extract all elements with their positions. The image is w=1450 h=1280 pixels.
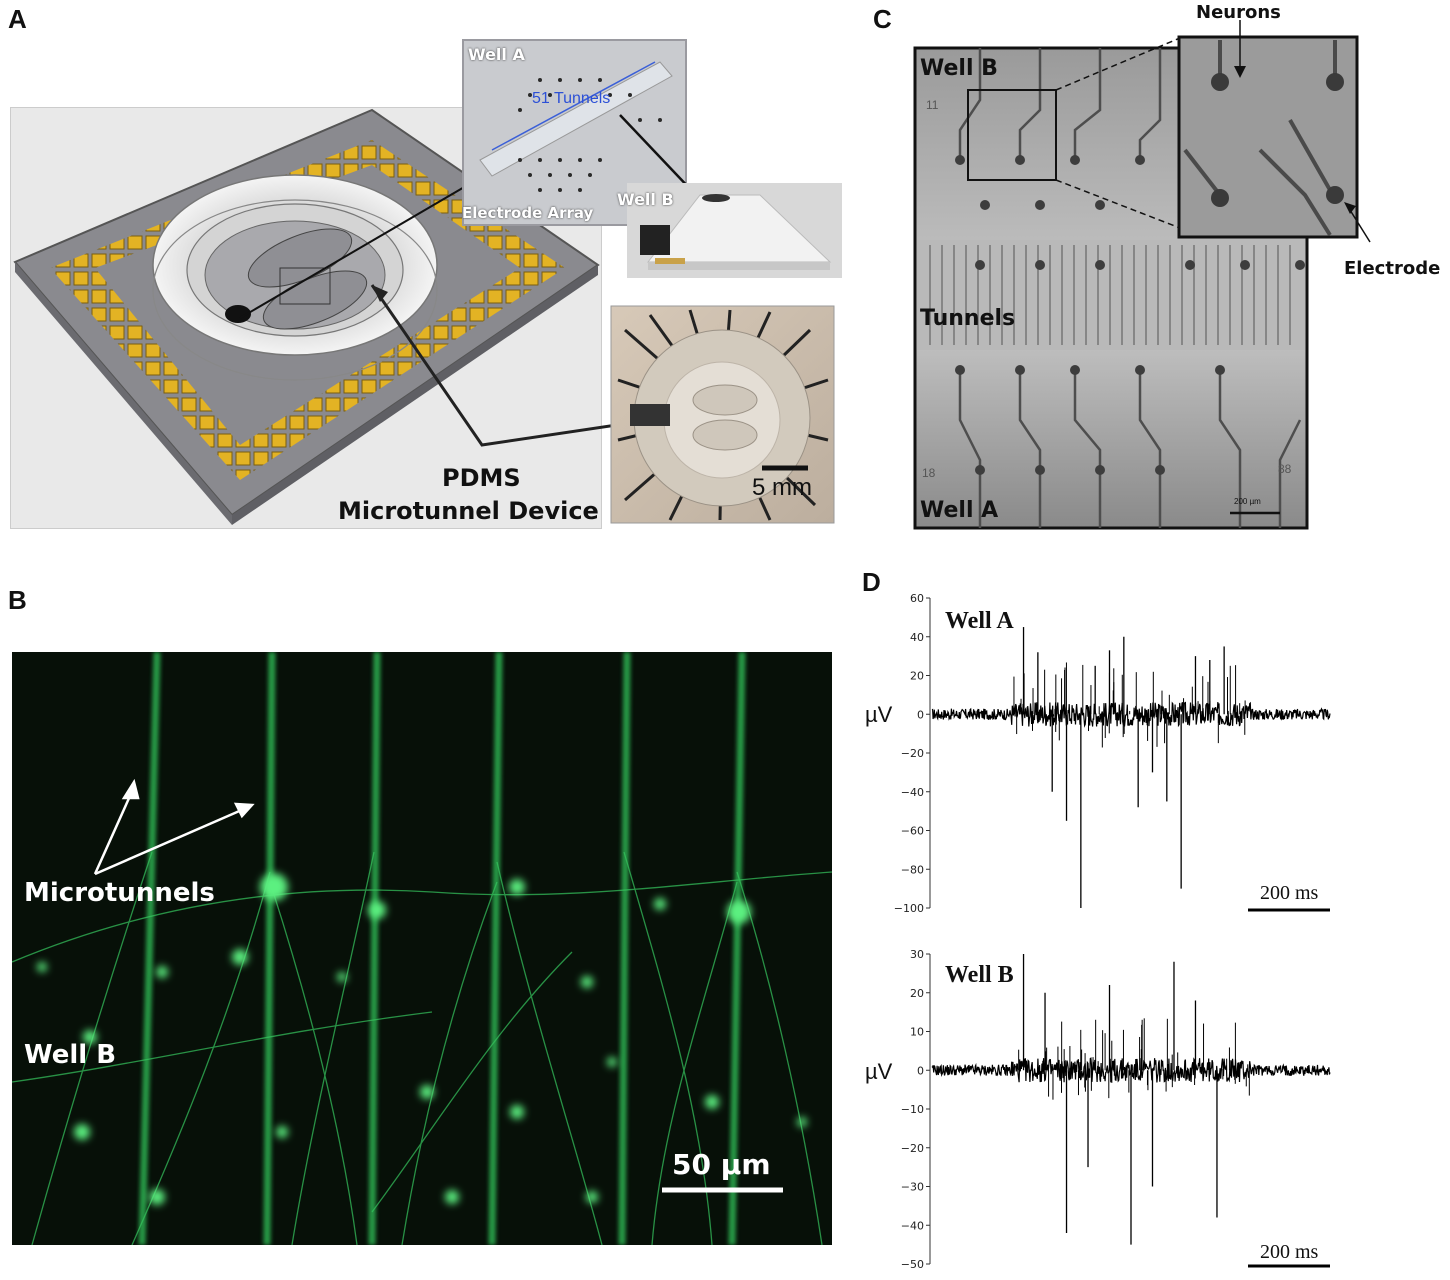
trace-a-ytick-label: 20 bbox=[910, 670, 924, 683]
panel-label-d: D bbox=[862, 567, 881, 597]
trace-a-ytick-label: −20 bbox=[901, 747, 924, 760]
electrode-id-11: 11 bbox=[926, 98, 939, 112]
trace-a-scale-label: 200 ms bbox=[1260, 882, 1319, 904]
microtunnels-label: Microtunnels bbox=[24, 878, 215, 908]
trace-b-ytick-label: 20 bbox=[910, 987, 924, 1000]
trace-b-scale-label: 200 ms bbox=[1260, 1241, 1319, 1263]
trace-well-b: 30 20 10 0 −10 −20 −30 −40 −50 bbox=[901, 948, 1331, 1271]
trace-a-ytick-label: 40 bbox=[910, 631, 924, 644]
trace-a-ytick-label: 60 bbox=[910, 592, 924, 605]
trace-a-ytick-label: −100 bbox=[894, 902, 924, 915]
neurons-label: Neurons bbox=[1196, 2, 1281, 23]
trace-a-ytick-label: 0 bbox=[917, 708, 924, 721]
device-label-line1: PDMS bbox=[442, 464, 521, 492]
trace-b-ytick-label: 30 bbox=[910, 948, 924, 961]
electrode-id-18: 18 bbox=[922, 466, 936, 480]
fluorescence-image bbox=[12, 652, 832, 1245]
sem-scale-bar-label: 200 µm bbox=[1234, 497, 1261, 506]
trace-a-ytick-label: −80 bbox=[901, 863, 924, 876]
trace-b-title: Well B bbox=[945, 962, 1014, 988]
panel-label-b: B bbox=[8, 585, 27, 615]
device-illustration bbox=[13, 39, 842, 525]
inset-well-b-label: Well B bbox=[617, 190, 674, 209]
panel-label-a: A bbox=[8, 4, 27, 34]
trace-b-ytick-label: −40 bbox=[901, 1219, 924, 1232]
well-b-label-b: Well B bbox=[24, 1040, 117, 1070]
scale-bar-label-b: 50 µm bbox=[672, 1148, 771, 1181]
well-b-label-c: Well B bbox=[920, 56, 998, 81]
trace-well-a: 60 40 20 0 −20 −40 −60 −80 −100 bbox=[894, 592, 1331, 915]
trace-b-ytick-label: −50 bbox=[901, 1258, 924, 1271]
trace-a-ylabel: µV bbox=[865, 702, 893, 727]
trace-a-ytick-label: −40 bbox=[901, 786, 924, 799]
device-label-line2: Microtunnel Device bbox=[338, 497, 599, 525]
trace-b-ytick-label: −30 bbox=[901, 1181, 924, 1194]
trace-b-ytick-label: 10 bbox=[910, 1026, 924, 1039]
sem-image bbox=[913, 20, 1371, 530]
inset-electrode-array-label: Electrode Array bbox=[462, 204, 594, 222]
panel-c: Well B Tunnels Well A Neurons Electrode … bbox=[860, 0, 1450, 540]
trace-a-title: Well A bbox=[945, 608, 1014, 634]
trace-b-ytick-label: 0 bbox=[917, 1064, 924, 1077]
trace-b-noise bbox=[931, 1057, 1331, 1083]
trace-b-ylabel: µV bbox=[865, 1059, 893, 1084]
panel-b: Microtunnels Well B 50 µm bbox=[12, 652, 832, 1245]
trace-b-ytick-label: −20 bbox=[901, 1142, 924, 1155]
trace-a-ytick-label: −60 bbox=[901, 825, 924, 838]
trace-b-ytick-label: −10 bbox=[901, 1103, 924, 1116]
trace-a-noise bbox=[931, 701, 1331, 728]
inset-well-a-label: Well A bbox=[468, 45, 525, 64]
photo-scale-bar-label: 5 mm bbox=[752, 474, 812, 501]
electrode-id-88: 88 bbox=[1278, 462, 1292, 476]
panel-a: Well A 51 Tunnels Electrode Array Well B… bbox=[0, 0, 860, 535]
inset-tunnels-label: 51 Tunnels bbox=[532, 90, 611, 107]
tunnels-label: Tunnels bbox=[920, 306, 1016, 331]
panel-d: 60 40 20 0 −20 −40 −60 −80 −100 30 20 10 0 −10 −20 −30… bbox=[860, 590, 1450, 1278]
panel-label-c: C bbox=[873, 4, 892, 34]
well-a-label-c: Well A bbox=[920, 498, 999, 523]
electrode-label: Electrode bbox=[1344, 258, 1441, 279]
